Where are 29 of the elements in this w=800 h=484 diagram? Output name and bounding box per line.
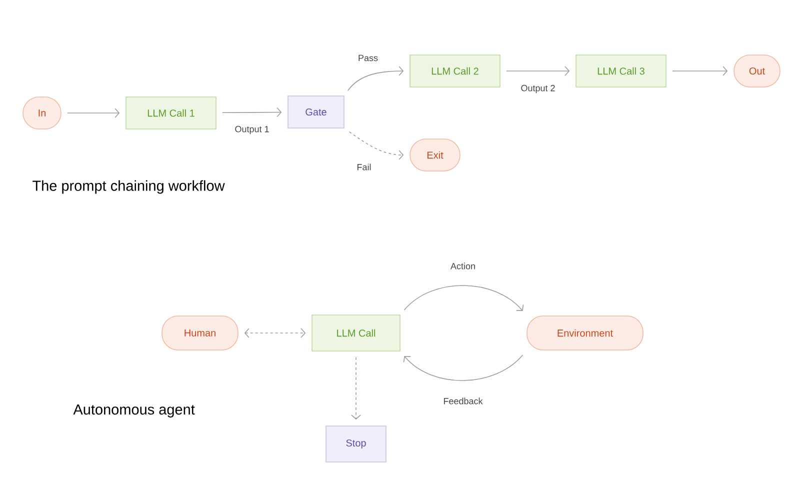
- process-box: LLM Call 3: [576, 54, 666, 88]
- edge-label: Output 1: [235, 126, 269, 134]
- arrow: [404, 285, 524, 311]
- heading: The prompt chaining workflow: [32, 180, 225, 194]
- terminal-pill: Exit: [410, 138, 460, 172]
- process-box: LLM Call 2: [410, 54, 500, 88]
- gate-box: Gate: [288, 96, 344, 128]
- edge-label: Feedback: [444, 398, 483, 404]
- arrow: [672, 66, 728, 76]
- arrow: [347, 66, 404, 92]
- edge-label: Pass: [358, 54, 378, 62]
- arrow: [244, 328, 306, 338]
- heading: Autonomous agent: [73, 404, 195, 418]
- arrow: [348, 131, 404, 160]
- terminal-pill: Out: [734, 54, 780, 88]
- terminal-pill: Environment: [526, 316, 644, 350]
- arrow: [222, 107, 282, 118]
- arrow: [67, 108, 120, 118]
- process-box: LLM Call 1: [126, 96, 216, 130]
- edge-label: Action: [450, 262, 475, 270]
- terminal-pill: In: [22, 96, 62, 130]
- terminal-pill: Human: [162, 316, 238, 350]
- process-box: LLM Call: [312, 314, 400, 352]
- arrow: [403, 354, 524, 381]
- arrow: [506, 66, 570, 76]
- gate-box: Stop: [326, 426, 386, 462]
- edge-label: Output 2: [521, 84, 555, 94]
- arrow: [351, 357, 361, 420]
- edge-label: Fail: [358, 164, 371, 170]
